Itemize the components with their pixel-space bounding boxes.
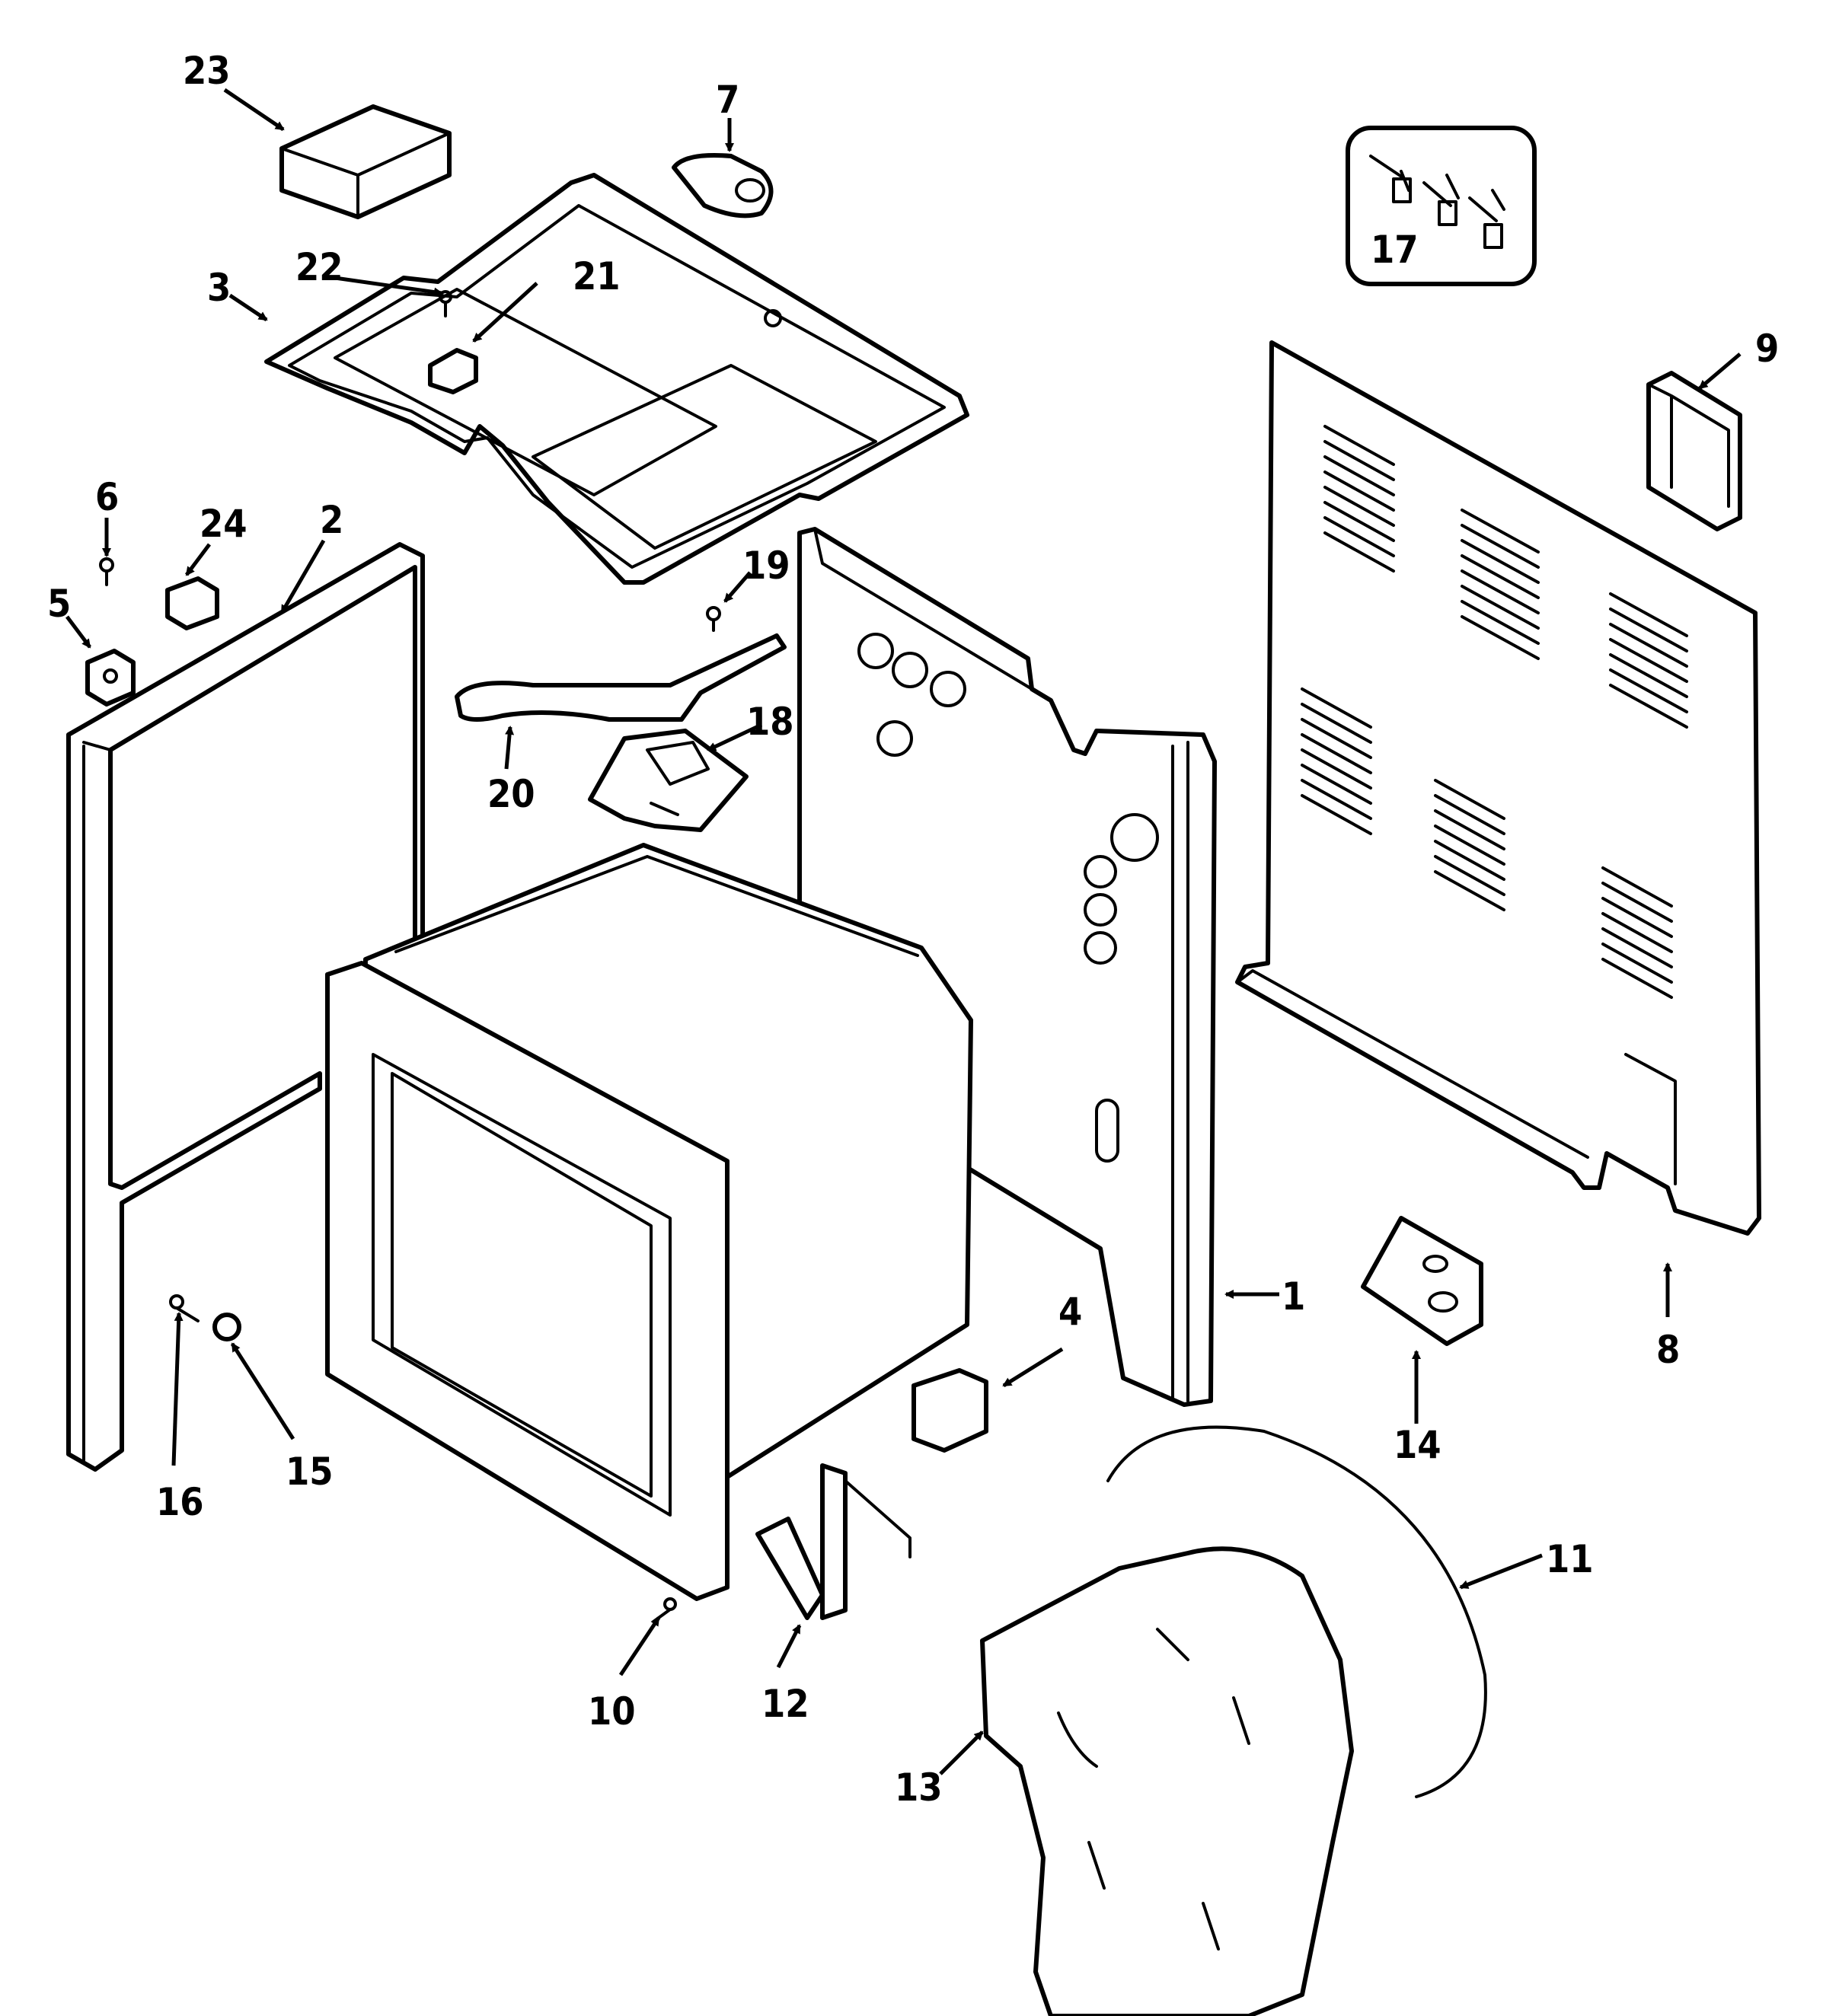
leader-lines: [65, 88, 1742, 1775]
label-19: 19: [742, 544, 790, 588]
label-5: 5: [47, 582, 71, 626]
part-18-switch-assembly: [588, 729, 749, 832]
leader-3: [228, 293, 268, 322]
part-22-screw: [439, 290, 452, 317]
leader-24: [185, 543, 211, 576]
leader-2: [279, 539, 326, 614]
label-6: 6: [95, 475, 119, 519]
label-15: 15: [286, 1450, 334, 1494]
label-21: 21: [573, 254, 621, 298]
leader-11: [1459, 1553, 1543, 1590]
part-8-back-panel: [1235, 340, 1761, 1236]
part-21-clip: [428, 348, 478, 394]
label-1: 1: [1282, 1274, 1305, 1319]
leader-18: [707, 723, 763, 752]
part-13-insulation: [980, 1546, 1354, 2016]
label-12: 12: [761, 1682, 809, 1726]
label-2: 2: [320, 498, 343, 542]
part-3-top-panel: [264, 173, 969, 585]
leader-22: [334, 276, 443, 297]
label-17: 17: [1371, 228, 1419, 272]
label-13: 13: [895, 1766, 943, 1810]
leader-19: [723, 571, 752, 603]
label-16: 16: [156, 1480, 204, 1524]
leader-9: [1698, 352, 1742, 390]
part-4-bracket: [912, 1368, 988, 1453]
label-4: 4: [1058, 1290, 1082, 1334]
label-23: 23: [183, 49, 231, 93]
label-20: 20: [487, 772, 535, 816]
leader-15: [230, 1342, 295, 1440]
leader-20: [504, 726, 515, 770]
leader-13: [939, 1731, 984, 1775]
label-8: 8: [1656, 1328, 1680, 1372]
label-9: 9: [1755, 327, 1779, 371]
label-14: 14: [1394, 1423, 1441, 1467]
label-3: 3: [207, 266, 231, 310]
part-17-wiring-inset: [1346, 126, 1537, 286]
part-labels: 23 7 22 21 3 17 9 6 24 2 5 19 18 20 1 4 …: [47, 49, 1779, 1810]
part-23-control-box: [279, 104, 452, 219]
part-9-bracket: [1646, 371, 1742, 531]
part-2-door-frame: [66, 542, 425, 1472]
leader-12: [776, 1624, 802, 1669]
part-24-latch: [165, 576, 219, 630]
label-22: 22: [295, 245, 343, 289]
label-10: 10: [588, 1689, 636, 1734]
part-15-plug: [212, 1313, 241, 1341]
part-6-screw: [99, 557, 114, 586]
part-12-hinge: [755, 1463, 912, 1620]
label-11: 11: [1546, 1537, 1594, 1581]
label-18: 18: [746, 700, 794, 744]
leader-16: [171, 1312, 184, 1466]
part-7-cap: [672, 153, 774, 219]
leader-23: [223, 88, 285, 132]
part-1-side-panel: [797, 527, 1217, 1407]
part-5-hinge-block: [85, 649, 136, 707]
label-24: 24: [200, 502, 247, 546]
label-7: 7: [716, 78, 739, 122]
leader-21: [472, 282, 538, 343]
leader-10: [618, 1616, 661, 1676]
part-14-bracket: [1361, 1216, 1483, 1346]
part-19-screw: [706, 606, 721, 632]
part-16-screw: [169, 1294, 200, 1322]
part-20-lever: [455, 633, 787, 722]
leader-5: [65, 615, 91, 649]
part-11-gasket: [1106, 1425, 1487, 1798]
leader-4: [1002, 1347, 1064, 1388]
oven-front-frame: [325, 961, 730, 1601]
